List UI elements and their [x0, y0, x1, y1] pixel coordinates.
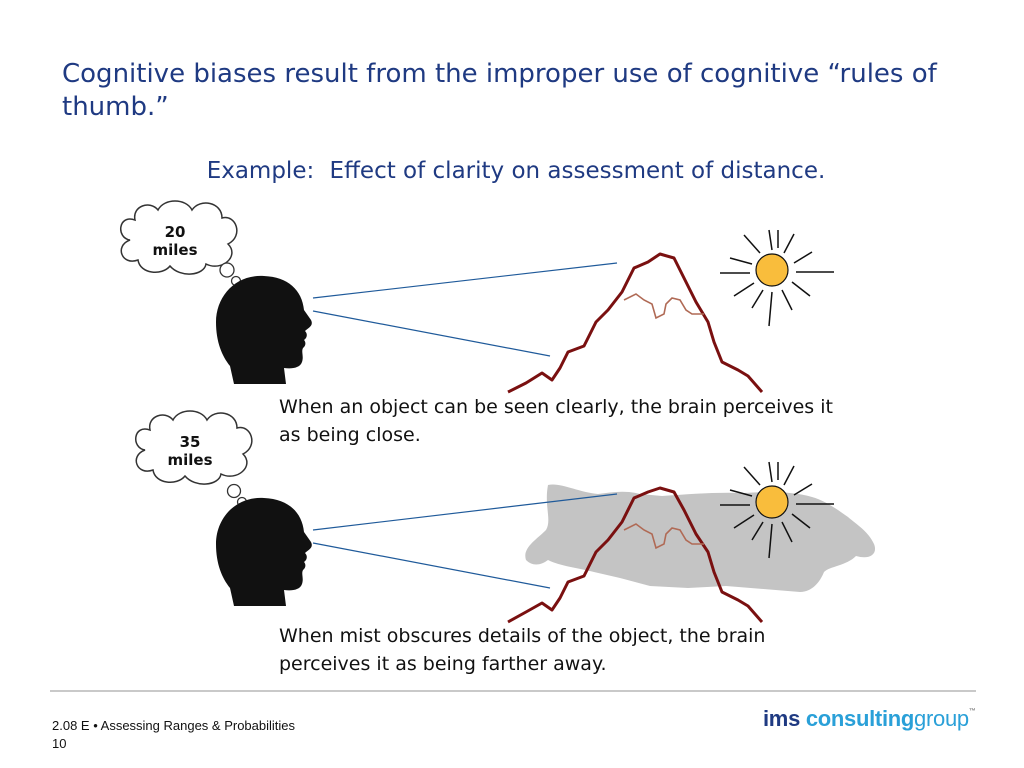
mountain-outline	[507, 486, 764, 624]
thought-bubble-text: 20 miles	[130, 223, 220, 259]
sun-icon	[719, 229, 835, 327]
footer: 2.08 E • Assessing Ranges & Probabilitie…	[52, 717, 295, 753]
thought-dot	[226, 483, 242, 499]
slide-subtitle: Example: Effect of clarity on assessment…	[0, 158, 1024, 184]
mountain-snowline	[623, 523, 704, 550]
sun-icon	[719, 461, 835, 559]
page-number: 10	[52, 736, 67, 751]
scene-clear	[120, 200, 835, 394]
sight-line	[312, 493, 618, 531]
sight-line	[312, 542, 551, 589]
head-icon	[216, 497, 312, 606]
distance-value: 35	[179, 433, 201, 451]
subtitle-prefix: Example:	[206, 158, 315, 184]
logo-part-group: group	[914, 706, 969, 731]
footer-course: 2.08 E • Assessing Ranges & Probabilitie…	[52, 718, 296, 733]
subtitle-text: Effect of clarity on assessment of dista…	[329, 158, 826, 184]
slide-title: Cognitive biases result from the imprope…	[62, 59, 937, 122]
head-icon	[216, 275, 312, 384]
distance-unit: miles	[152, 241, 198, 259]
sight-line	[312, 310, 551, 357]
thought-bubble	[135, 410, 253, 485]
mountain-outline	[507, 252, 764, 394]
footer-divider	[50, 690, 976, 692]
logo-part-ims: ims	[763, 706, 801, 731]
distance-unit: miles	[167, 451, 213, 469]
sight-line	[312, 262, 618, 299]
mountain-snowline	[623, 293, 704, 320]
thought-dot	[219, 262, 235, 278]
logo-part-consulting: consulting	[805, 706, 915, 731]
scene-mist	[135, 410, 876, 624]
caption-mist: When mist obscures details of the object…	[279, 625, 766, 675]
caption-clear: When an object can be seen clearly, the …	[279, 396, 833, 446]
logo-trademark: ™	[968, 708, 976, 715]
company-logo: ims consultinggroup™	[763, 706, 976, 732]
distance-value: 20	[164, 223, 186, 241]
thought-bubble-text: 35 miles	[145, 433, 235, 469]
thought-bubble	[120, 200, 238, 275]
